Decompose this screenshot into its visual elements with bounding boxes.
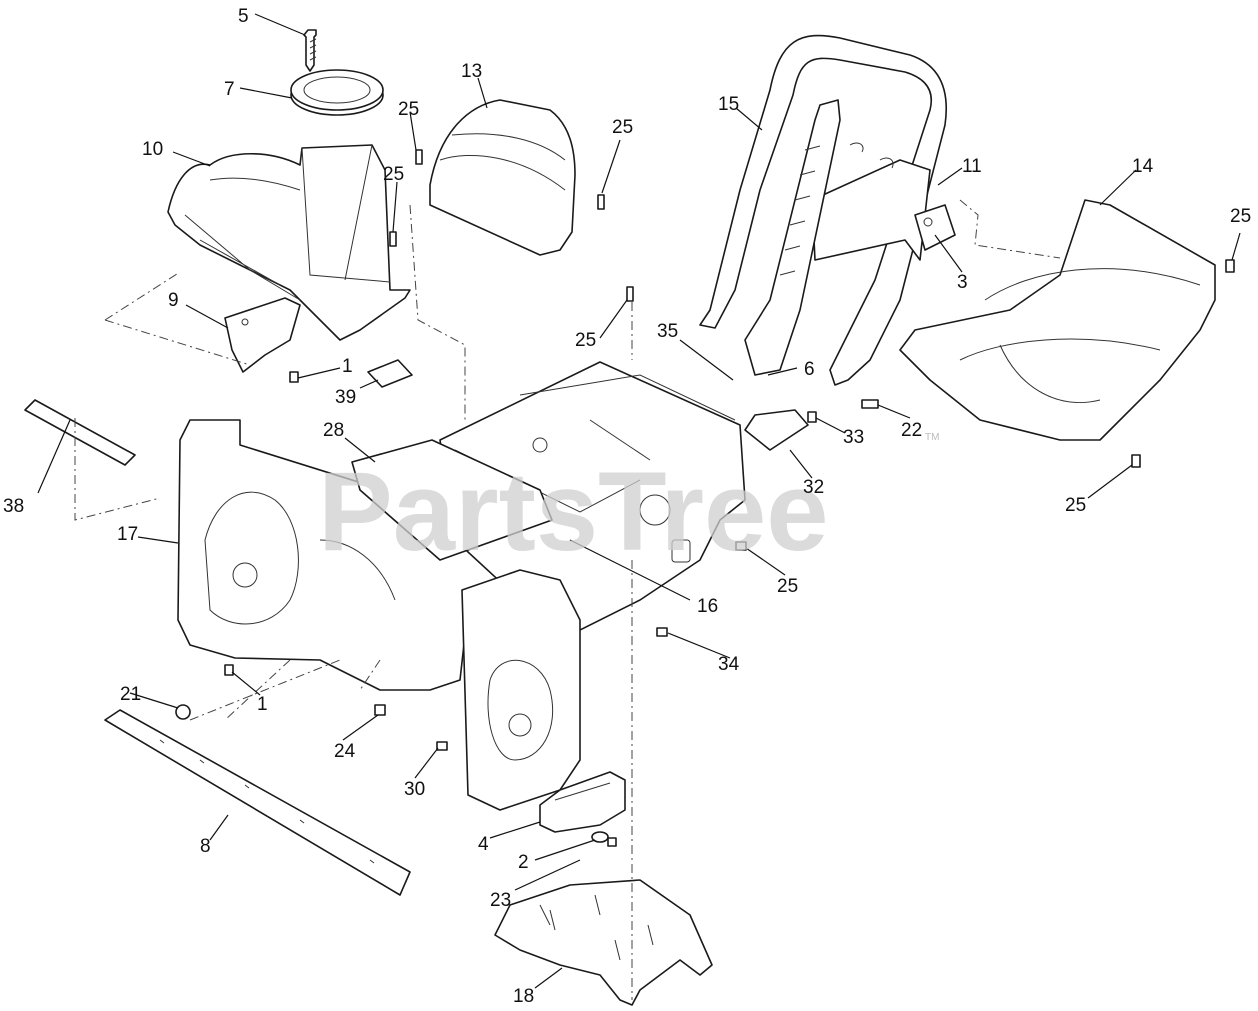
part-17-housing-right-side bbox=[461, 569, 581, 811]
callout-38: 38 bbox=[3, 496, 24, 517]
callout-25: 25 bbox=[1065, 495, 1086, 516]
leader-lines bbox=[37, 13, 1241, 989]
assembly-lines bbox=[74, 199, 1061, 1000]
part-7-chute-collar bbox=[290, 69, 384, 116]
part-13-belt-cover bbox=[429, 99, 576, 256]
callout-14: 14 bbox=[1132, 156, 1154, 177]
part-2-washer bbox=[591, 831, 609, 843]
callout-9: 9 bbox=[168, 290, 179, 311]
part-8-scraper-bar bbox=[104, 709, 411, 896]
part-21-knob bbox=[175, 704, 191, 720]
part-4-skid-shoe bbox=[539, 771, 626, 833]
callout-21: 21 bbox=[120, 684, 141, 705]
callout-3: 3 bbox=[957, 272, 968, 293]
part-15-handle bbox=[699, 34, 947, 386]
callout-10: 10 bbox=[142, 139, 163, 160]
part-10-chute bbox=[167, 144, 411, 341]
part-28-plate bbox=[351, 439, 553, 561]
part-3-bracket bbox=[914, 204, 956, 251]
part-32-bracket bbox=[744, 409, 809, 451]
callout-25: 25 bbox=[575, 330, 596, 351]
callout-1: 1 bbox=[342, 356, 353, 377]
callout-23: 23 bbox=[490, 890, 511, 911]
callout-24: 24 bbox=[334, 741, 356, 762]
callout-labels: 5 7 13 25 25 15 10 25 11 14 25 3 9 25 35… bbox=[3, 6, 1251, 1007]
callout-15: 15 bbox=[718, 94, 739, 115]
part-38-strip bbox=[24, 399, 136, 466]
callout-34: 34 bbox=[718, 654, 740, 675]
watermark: PartsTree bbox=[318, 449, 829, 574]
callout-16: 16 bbox=[697, 596, 718, 617]
part-39-decal bbox=[367, 359, 413, 388]
callout-32: 32 bbox=[803, 477, 824, 498]
callout-28: 28 bbox=[323, 420, 344, 441]
part-5-screw bbox=[303, 29, 317, 72]
callout-18: 18 bbox=[513, 986, 534, 1007]
callout-5: 5 bbox=[238, 6, 249, 27]
callout-33: 33 bbox=[843, 427, 864, 448]
callout-25: 25 bbox=[383, 164, 404, 185]
callout-2: 2 bbox=[518, 852, 529, 873]
part-14-rear-panel bbox=[899, 199, 1216, 441]
callout-25: 25 bbox=[777, 576, 798, 597]
part-6-control-rod bbox=[744, 99, 841, 376]
callout-4: 4 bbox=[478, 834, 489, 855]
part-18-base bbox=[494, 879, 713, 1006]
callout-25: 25 bbox=[1230, 206, 1251, 227]
callout-11: 11 bbox=[962, 156, 982, 177]
callout-6: 6 bbox=[804, 359, 815, 380]
callout-17: 17 bbox=[117, 524, 138, 545]
callout-8: 8 bbox=[200, 836, 211, 857]
callout-13: 13 bbox=[461, 61, 482, 82]
callout-7: 7 bbox=[224, 79, 235, 100]
callout-1: 1 bbox=[257, 694, 268, 715]
watermark-trademark: TM bbox=[925, 432, 939, 443]
part-9-deflector bbox=[224, 297, 301, 373]
callout-30: 30 bbox=[404, 779, 425, 800]
callout-39: 39 bbox=[335, 387, 356, 408]
callout-22: 22 bbox=[901, 420, 922, 441]
callout-25: 25 bbox=[398, 99, 419, 120]
callout-25: 25 bbox=[612, 117, 633, 138]
callout-35: 35 bbox=[657, 321, 678, 342]
